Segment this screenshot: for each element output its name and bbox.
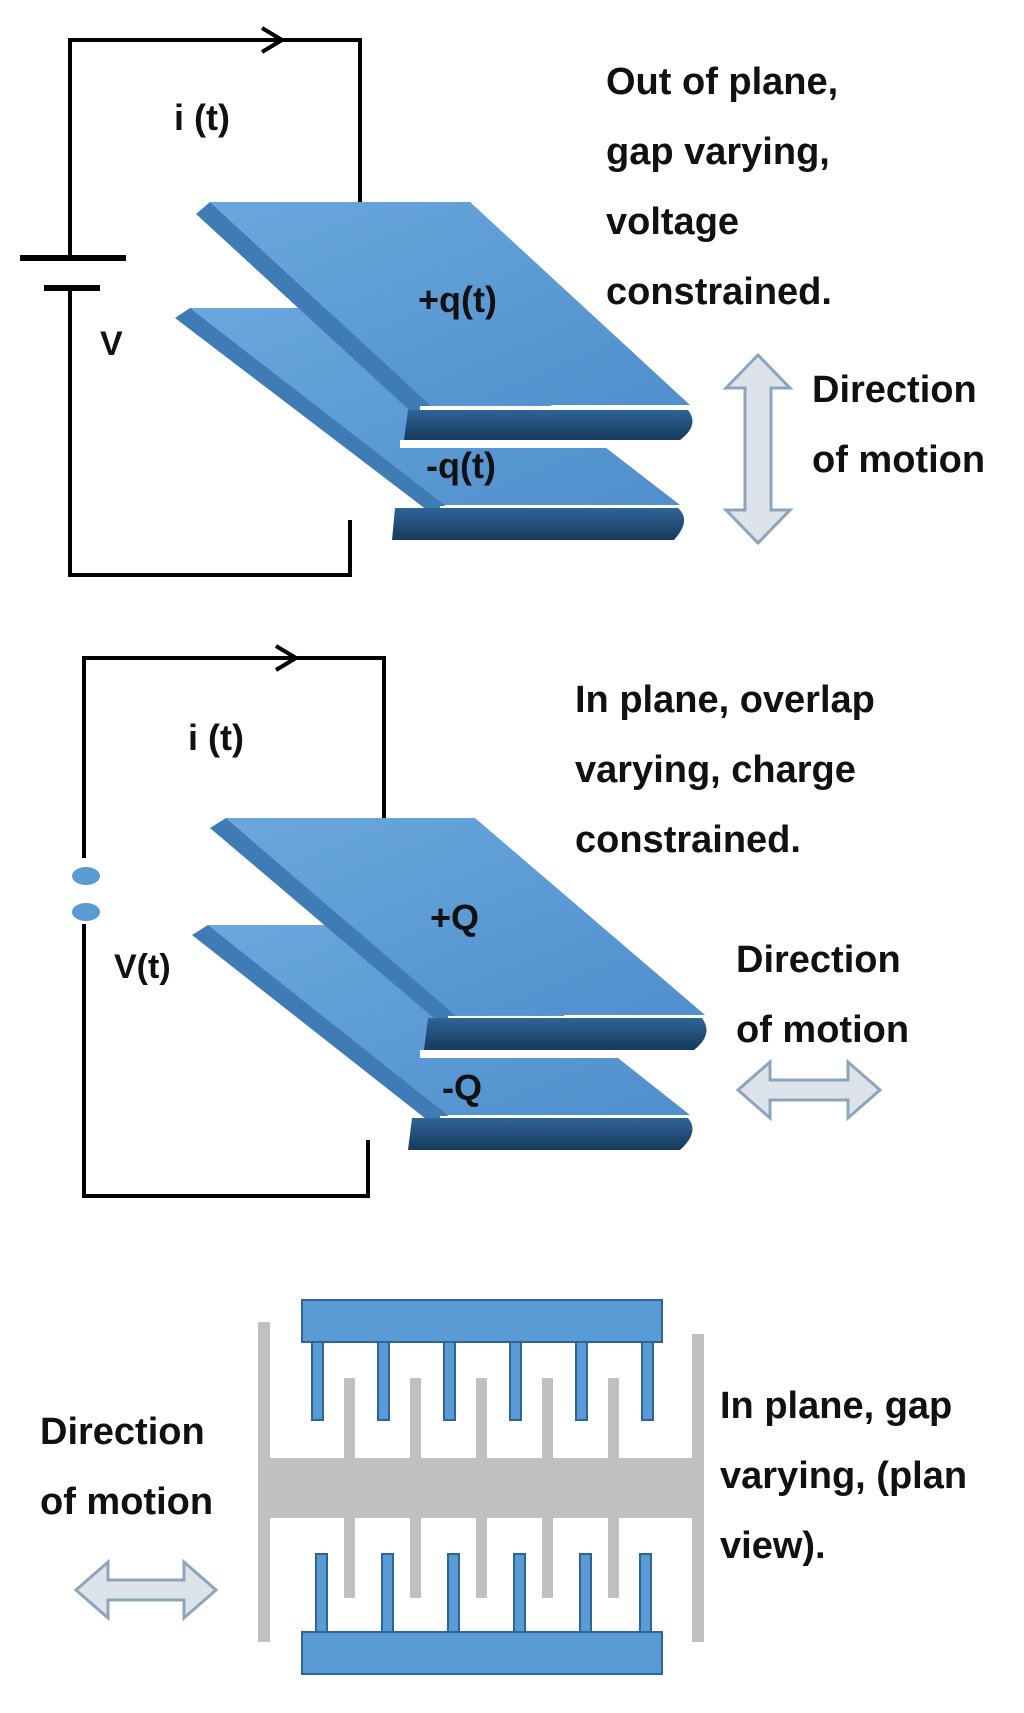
fixed-finger [579,1553,592,1633]
circuit-wire [82,656,386,858]
moving-finger-up [608,1378,619,1460]
fixed-finger [575,1341,588,1421]
fixed-comb-bottom [301,1553,663,1675]
description-line: constrained. [575,819,801,861]
description: Out of plane, gap varying, voltage const… [606,61,849,313]
bottom-plate [192,925,693,1158]
description-line: view). [720,1525,826,1567]
moving-finger-up [410,1378,421,1460]
motion-line: Direction [812,369,977,411]
description-line: In plane, gap [720,1385,952,1427]
moving-comb [258,1322,704,1642]
current-label: i (t) [174,97,230,138]
fixed-finger [311,1341,324,1421]
description-line: voltage [606,201,739,243]
bottom-plate-label: -Q [442,1067,482,1108]
panel-comb-drive: Direction of motion In plane, gap varyin… [40,1299,978,1675]
fixed-comb-bottom-bar [301,1631,663,1675]
horizontal-motion-arrow-icon [73,1558,219,1622]
top-plate [196,202,693,448]
fixed-finger [447,1553,460,1633]
current-label: i (t) [188,717,244,758]
fixed-finger [513,1553,526,1633]
fixed-finger [641,1341,654,1421]
description-line: varying, charge [575,749,856,791]
vertical-motion-arrow-icon [722,352,794,546]
motion-line: of motion [736,1009,909,1051]
motion-label: Direction of motion [812,369,987,481]
fixed-finger [381,1553,394,1633]
fixed-finger [443,1341,456,1421]
moving-finger-down [542,1516,553,1598]
moving-finger-down [344,1516,355,1598]
motion-line: of motion [40,1481,213,1523]
terminal-dot [72,867,100,885]
moving-finger-up [476,1378,487,1460]
moving-finger-down [410,1516,421,1598]
description: In plane, gap varying, (plan view). [720,1385,978,1567]
source-label: V(t) [114,948,171,986]
top-plate-label: +q(t) [418,279,497,320]
fixed-finger [377,1341,390,1421]
motion-label: Direction of motion [40,1411,215,1523]
motion-line: Direction [40,1411,205,1453]
moving-finger-down [608,1516,619,1598]
motion-line: of motion [812,439,985,481]
fixed-comb-top-bar [301,1299,663,1343]
description-line: In plane, overlap [575,679,875,721]
top-plate-label: +Q [430,897,479,938]
circuit-wire-return [82,924,370,1198]
bottom-plate-label: -q(t) [426,445,496,486]
fixed-finger [639,1553,652,1633]
fixed-finger [509,1341,522,1421]
circuit-wire [68,38,362,258]
motion-line: Direction [736,939,901,981]
current-arrow-icon [260,26,286,54]
moving-finger-up [344,1378,355,1460]
horizontal-motion-arrow-icon [735,1058,883,1122]
circuit-wire-return [68,288,352,577]
top-plate [210,818,707,1058]
description-line: constrained. [606,271,832,313]
terminal-dot [72,903,100,921]
motion-label: Direction of motion [736,939,911,1051]
moving-finger-up [542,1378,553,1460]
moving-finger-down [476,1516,487,1598]
current-arrow-icon [274,644,300,672]
description-line: varying, (plan [720,1455,967,1497]
description: In plane, overlap varying, charge constr… [575,679,885,861]
fixed-comb-top [301,1299,663,1421]
description-line: Out of plane, [606,61,838,103]
panel-out-of-plane: i (t) V +q(t) -q(t) Out of plane, gap va… [20,26,987,577]
panel-in-plane-overlap: i (t) V(t) +Q -Q In plane, overlap varyi… [72,644,911,1198]
moving-comb-spine [262,1458,702,1518]
description-line: gap varying, [606,131,830,173]
fixed-finger [315,1553,328,1633]
source-label: V [100,325,123,363]
